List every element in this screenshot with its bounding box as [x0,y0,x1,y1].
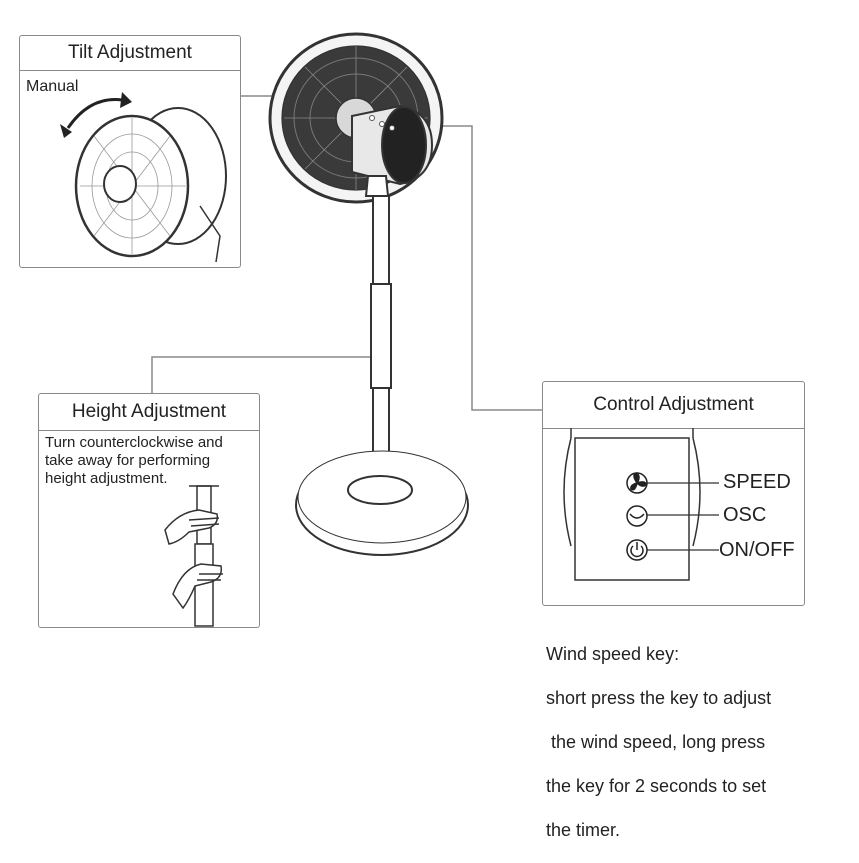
oscillate-icon [627,506,647,526]
tilt-adjustment-panel: Tilt Adjustment Manual [19,35,241,268]
wind-speed-note: Wind speed key: short press the key to a… [546,621,846,863]
fan-base [296,451,468,555]
fan-control-housing [352,106,432,184]
power-icon [627,540,647,560]
note-line-3: the wind speed, long press [546,731,846,753]
tilted-fan-illustration [20,36,242,269]
height-hands-illustration [39,394,261,629]
speed-key-label: SPEED [723,471,791,493]
note-line-1: Wind speed key: [546,643,846,665]
height-connector-line [152,357,372,393]
note-line-5: the timer. [546,819,846,841]
fan-icon [627,473,647,493]
note-line-4: the key for 2 seconds to set [546,775,846,797]
onoff-key-label: ON/OFF [719,539,795,561]
fan-pole [366,176,391,484]
control-panel-illustration [543,382,806,607]
osc-key-label: OSC [723,504,766,526]
height-adjustment-panel: Height Adjustment Turn counterclockwise … [38,393,260,628]
note-line-2: short press the key to adjust [546,687,846,709]
control-adjustment-panel: Control Adjustment SPEED [542,381,805,606]
control-connector-line [432,126,542,410]
